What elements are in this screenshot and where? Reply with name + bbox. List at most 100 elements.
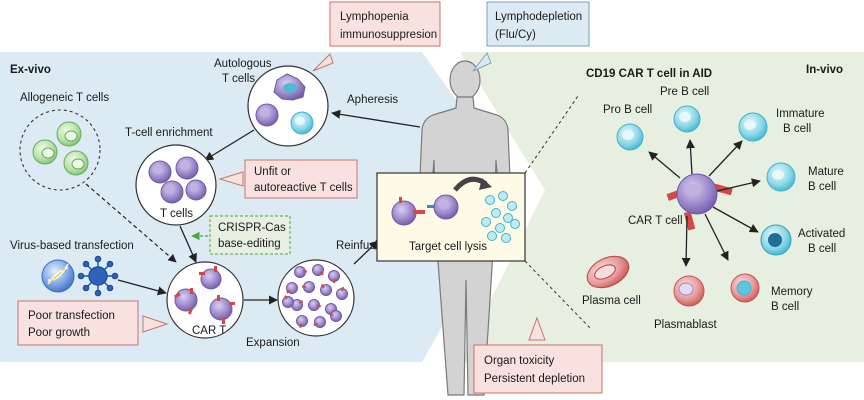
t-cell [175, 156, 199, 180]
svg-text:Unfit or: Unfit or [254, 166, 291, 178]
pro-b-label: Pro B cell [603, 104, 652, 116]
expanded-car-t-cell [308, 299, 320, 311]
svg-text:Poor transfection: Poor transfection [28, 310, 115, 322]
pre-b-cell [673, 105, 701, 133]
crispr-callout: CRISPR-Cas base-editing [191, 215, 291, 255]
cell-fragment [498, 191, 508, 201]
reinfusion-arrow [353, 240, 379, 265]
plasma-cell [586, 255, 630, 289]
cell-fragment [481, 217, 491, 227]
allogeneic-label: Allogeneic T cells [20, 92, 109, 104]
t-cell-to-car-t-arrow [179, 225, 197, 263]
car-receptor [341, 286, 344, 292]
svg-text:Organ toxicity: Organ toxicity [484, 355, 555, 367]
apheresis-arrow [331, 109, 421, 128]
svg-text:Poor growth: Poor growth [28, 327, 90, 339]
expansion-label: Expansion [246, 337, 300, 349]
autologous-label-line2: T cells [222, 73, 255, 85]
cell-fragment [485, 195, 495, 205]
cell-fragment [495, 223, 505, 233]
in-vivo-label: In-vivo [806, 64, 843, 76]
allogeneic-cell [63, 150, 89, 176]
mature-b-cell [766, 162, 796, 192]
autologous-t-cell [255, 103, 279, 127]
car-receptor [299, 323, 303, 329]
car-receptor [298, 300, 304, 304]
immature-b-cell [738, 112, 768, 142]
expanded-car-t-cell [282, 296, 294, 308]
autologous-b-cell [290, 111, 314, 135]
enrichment-arrow [204, 129, 255, 161]
car-t-cell [173, 288, 198, 315]
memory-b-label-line1: Memory [771, 286, 813, 298]
car-receptor [320, 283, 325, 289]
b-cell-arrows [648, 139, 761, 267]
virus-transfection-label: Virus-based transfection [10, 240, 134, 252]
in-vivo-title: CD19 CAR T cell in AID [586, 68, 712, 80]
car-t-cell-label: CAR T cell [628, 215, 683, 227]
svg-text:base-editing: base-editing [218, 238, 281, 250]
activated-b-label-line2: B cell [808, 243, 836, 255]
car-receptor [313, 322, 318, 327]
dna-vector-icon [41, 259, 75, 293]
pro-b-cell [616, 123, 644, 151]
ex-vivo-label: Ex-vivo [10, 64, 51, 76]
lymphopenia-callout: Lymphopenia immunosuppresion [312, 1, 441, 72]
t-cells-label: T cells [160, 208, 193, 220]
car-receptor [333, 278, 336, 284]
autologous-label-line1: Autologous [214, 58, 272, 70]
organ-toxicity-callout: Organ toxicity Persistent depletion [473, 316, 603, 394]
poor-transfection-callout: Poor transfection Poor growth [17, 300, 169, 346]
plasmablast-cell [673, 275, 705, 307]
car-t-cell [209, 295, 235, 324]
svg-text:Persistent depletion: Persistent depletion [484, 373, 585, 385]
target-b-cell [427, 194, 459, 220]
car-receptor [328, 312, 334, 317]
apheresis-label: Apheresis [347, 94, 398, 106]
zoom-line-bottom [524, 260, 593, 331]
car-receptor [319, 271, 324, 276]
car-t-cell-killing [391, 197, 425, 226]
lymphodepletion-callout: Lymphodepletion (Flu/Cy) [472, 1, 590, 72]
t-cell [160, 180, 184, 204]
pre-b-label: Pre B cell [660, 86, 709, 98]
transfection-arrow [117, 279, 167, 296]
cell-fragment [507, 201, 517, 211]
virus-icon [77, 255, 119, 297]
immature-b-label-line1: Immature [776, 108, 825, 120]
cell-fragment [491, 208, 501, 218]
svg-text:(Flu/Cy): (Flu/Cy) [495, 29, 536, 41]
car-receptor [303, 270, 307, 273]
cell-fragment [487, 231, 497, 241]
expanded-car-t-cell [296, 315, 308, 327]
allogeneic-circle [19, 109, 101, 191]
expanded-car-t-cell [314, 316, 326, 328]
lysed-fragments [481, 191, 520, 243]
unfit-callout: Unfit or autoreactive T cells [218, 159, 358, 199]
memory-b-cell [730, 273, 760, 303]
mature-b-label-line2: B cell [808, 181, 836, 193]
car-receptor [316, 304, 322, 308]
immature-b-label-line2: B cell [783, 123, 811, 135]
t-cell [185, 179, 207, 201]
svg-text:Lymphopenia: Lymphopenia [340, 11, 409, 23]
cell-fragment [501, 233, 511, 243]
plasma-cell-label: Plasma cell [582, 295, 641, 307]
mature-b-label-line1: Mature [808, 166, 844, 178]
svg-text:Lymphodepletion: Lymphodepletion [495, 11, 582, 23]
car-t-cell [199, 266, 222, 290]
car-t-label: CAR T [192, 325, 226, 337]
ex-vivo-region [0, 52, 520, 362]
expanded-car-t-cell [330, 310, 342, 322]
car-receptor [284, 295, 288, 300]
activated-b-cell [760, 224, 792, 256]
t-cell [148, 160, 172, 184]
memory-b-label-line2: B cell [771, 301, 799, 313]
cell-fragment [503, 213, 513, 223]
allogeneic-dashed-arrow [85, 183, 177, 263]
plasmablast-label: Plasmablast [654, 319, 717, 331]
svg-text:CRISPR-Cas: CRISPR-Cas [218, 222, 286, 234]
expanded-car-t-cluster [282, 264, 348, 329]
